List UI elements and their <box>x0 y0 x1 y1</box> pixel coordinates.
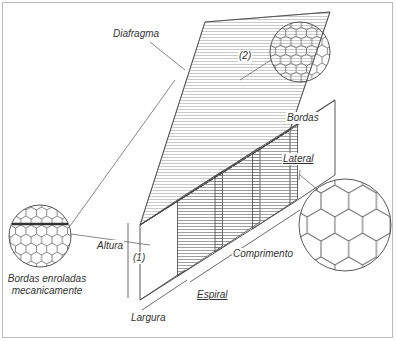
part-label: Altura <box>96 240 124 252</box>
part-label: Comprimento <box>232 248 294 260</box>
part-label: (1) <box>132 252 146 264</box>
part-label: Diafragma <box>112 28 160 40</box>
part-label: (2) <box>238 50 252 62</box>
part-label: Largura <box>130 312 166 324</box>
part-label: Bordas enroladas mecanicamente <box>6 273 88 297</box>
part-label: Espiral <box>196 289 229 301</box>
part-label: Lateral <box>282 153 315 165</box>
part-label: Bordas <box>286 112 320 124</box>
